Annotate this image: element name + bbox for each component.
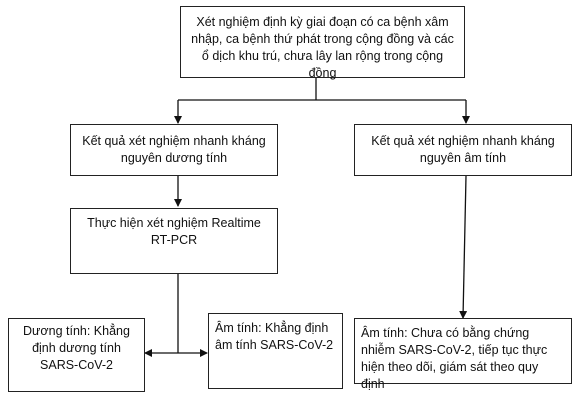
node-pcr-negative: Âm tính: Khẳng định âm tính SARS-CoV-2	[208, 313, 343, 389]
node-rapid-positive-text: Kết quả xét nghiệm nhanh kháng nguyên dư…	[82, 134, 266, 165]
node-pcr-positive: Dương tính: Khẳng định dương tính SARS-C…	[8, 318, 145, 392]
node-pcr-positive-text: Dương tính: Khẳng định dương tính SARS-C…	[23, 324, 130, 372]
node-monitor-text: Âm tính: Chưa có bằng chứng nhiễm SARS-C…	[361, 326, 548, 391]
edge-to-monitor	[459, 175, 468, 319]
node-pcr: Thực hiện xét nghiệm Realtime RT-PCR	[70, 208, 278, 274]
node-monitor: Âm tính: Chưa có bằng chứng nhiễm SARS-C…	[354, 318, 572, 391]
node-pcr-text: Thực hiện xét nghiệm Realtime RT-PCR	[87, 216, 261, 247]
node-top-text: Xét nghiệm định kỳ giai đoạn có ca bệnh …	[191, 15, 454, 80]
node-rapid-negative-text: Kết quả xét nghiệm nhanh kháng nguyên âm…	[371, 134, 555, 165]
node-rapid-positive: Kết quả xét nghiệm nhanh kháng nguyên dư…	[70, 124, 278, 176]
node-top: Xét nghiệm định kỳ giai đoạn có ca bệnh …	[180, 6, 465, 80]
node-pcr-negative-text: Âm tính: Khẳng định âm tính SARS-CoV-2	[215, 321, 334, 352]
node-rapid-negative: Kết quả xét nghiệm nhanh kháng nguyên âm…	[354, 124, 572, 176]
